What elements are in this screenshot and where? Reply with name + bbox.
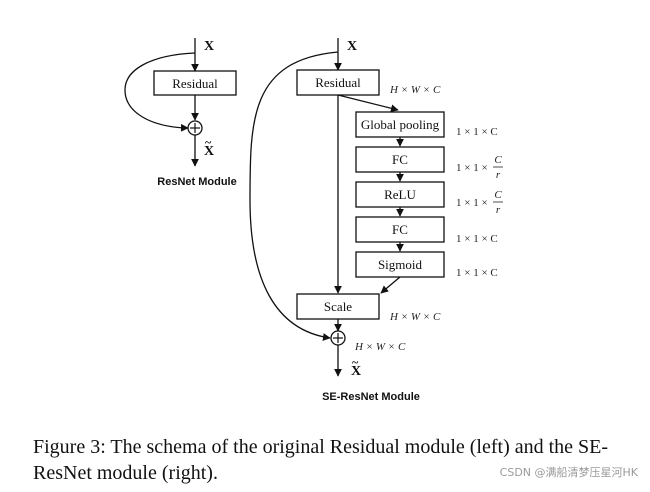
se-fc2-block	[355, 216, 445, 243]
figure-caption: Figure 3: The schema of the original Res…	[33, 436, 609, 484]
se-sum-dim: H × W × C	[354, 341, 406, 353]
se-scale-dim: H × W × C	[389, 311, 441, 323]
se-relu-block	[355, 181, 445, 208]
se-sigmoid-dim: 1 × 1 × C	[456, 267, 498, 279]
resnet-module: X Residual X ~ ResNet Module	[124, 38, 237, 188]
se-residual-block	[296, 69, 380, 96]
se-relu-frac-num: C	[494, 189, 502, 201]
se-relu-dim-prefix: 1 × 1 ×	[456, 197, 488, 209]
resnet-input-label: X	[204, 39, 214, 54]
se-fc1-frac-den: r	[496, 169, 501, 181]
se-sigmoid-label: Sigmoid	[378, 257, 423, 272]
se-relu-label: ReLU	[384, 187, 416, 202]
se-residual-dim: H × W × C	[389, 84, 441, 96]
se-scale-block	[296, 293, 380, 320]
resnet-output-label: X	[204, 144, 214, 159]
se-resnet-title: SE-ResNet Module	[322, 391, 420, 403]
watermark: CSDN @满船清梦压星河HK	[499, 466, 638, 479]
se-skip-connection	[249, 51, 339, 341]
se-global-pooling-label: Global pooling	[361, 117, 440, 132]
se-output-label: X	[351, 364, 361, 379]
se-fc1-frac-num: C	[494, 154, 502, 166]
se-global-pooling-block	[355, 111, 445, 138]
se-global-pooling-dim: 1 × 1 × C	[456, 126, 498, 138]
se-resnet-module: X Residual H × W × C Global pooling 1 × …	[249, 38, 503, 403]
se-relu-frac-den: r	[496, 204, 501, 216]
se-fc1-label: FC	[392, 152, 408, 167]
se-output-tilde: ~	[352, 355, 359, 369]
se-sigmoid-block	[355, 251, 445, 278]
resnet-skip-connection	[124, 52, 196, 132]
se-scale-label: Scale	[324, 299, 352, 314]
se-fc2-dim: 1 × 1 × C	[456, 233, 498, 245]
se-input-label: X	[347, 39, 357, 54]
se-fc1-dim-prefix: 1 × 1 ×	[456, 162, 488, 174]
se-fc2-label: FC	[392, 222, 408, 237]
se-sigmoid-to-scale-arrow	[380, 276, 401, 294]
se-residual-to-pool-arrow	[337, 94, 399, 113]
resnet-residual-block	[153, 70, 237, 96]
resnet-residual-label: Residual	[172, 76, 218, 91]
se-sum-node	[330, 330, 346, 346]
resnet-sum-node	[187, 120, 203, 136]
resnet-title: ResNet Module	[157, 176, 236, 188]
resnet-output-tilde: ~	[205, 135, 212, 149]
se-residual-label: Residual	[315, 75, 361, 90]
